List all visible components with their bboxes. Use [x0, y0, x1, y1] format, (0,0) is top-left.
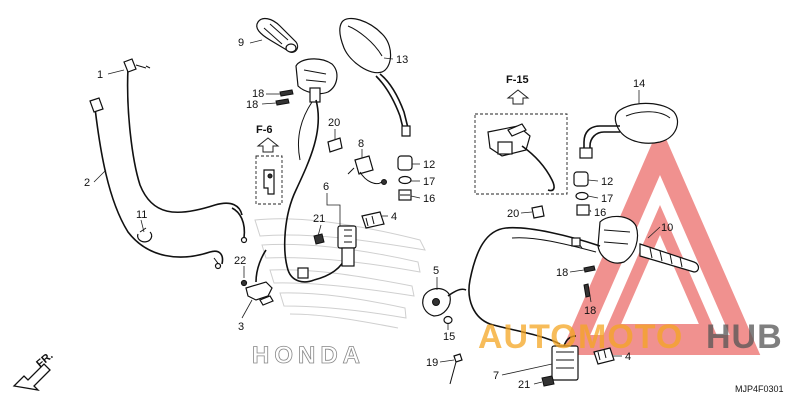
callout-21b: 21 [518, 379, 530, 391]
watermark-text: AUTO MOTO HUB [478, 318, 783, 356]
callout-leads [93, 39, 661, 385]
mirror-14 [579, 102, 679, 159]
callout-20a: 20 [328, 117, 340, 129]
callout-18a: 18 [252, 88, 264, 100]
callout-11: 11 [136, 209, 147, 221]
ref-f15-label: F-15 [506, 74, 529, 86]
clip-21-left [313, 233, 325, 245]
callout-numbers: 1 2 11 9 18 18 20 8 12 17 16 13 4 6 21 3… [84, 37, 673, 391]
switch-harness-right [468, 226, 601, 345]
bolt-22 [240, 279, 248, 287]
front-direction-label: FR. [34, 350, 55, 371]
reference-f6: F-6 [255, 124, 283, 205]
callout-18d: 18 [584, 305, 596, 317]
callout-1: 1 [97, 69, 103, 81]
clip-15 [443, 315, 453, 325]
throttle-grip-10 [639, 243, 700, 273]
connector-6 [337, 225, 357, 267]
honda-wing-logo [254, 218, 426, 329]
callout-6: 6 [323, 181, 329, 193]
callout-10: 10 [661, 222, 673, 234]
clip-20-left [327, 137, 343, 153]
washer-17-right [575, 191, 589, 201]
callout-19: 19 [426, 357, 438, 369]
callout-16b: 16 [594, 207, 606, 219]
callout-15: 15 [443, 331, 455, 343]
callout-18b: 18 [246, 99, 258, 111]
callout-4b: 4 [625, 351, 631, 363]
callout-7: 7 [493, 370, 499, 382]
callout-13: 13 [396, 54, 408, 66]
callout-17a: 17 [423, 176, 435, 188]
callout-5: 5 [433, 265, 439, 277]
diagram-code: MJP4F0301 [735, 384, 784, 394]
honda-brand-text: HONDA [252, 342, 365, 369]
callout-21a: 21 [313, 213, 325, 225]
callout-16a: 16 [423, 193, 435, 205]
callout-2: 2 [84, 177, 90, 189]
lever-bracket-3 [240, 249, 274, 306]
clip-20-right [531, 205, 545, 219]
callout-9: 9 [238, 37, 244, 49]
callout-22: 22 [234, 255, 246, 267]
cable-clamp-11 [137, 227, 153, 243]
callout-8: 8 [358, 138, 364, 150]
throttle-cable-2 [89, 97, 224, 270]
switch-8 [347, 155, 387, 185]
cable-end-fitting [231, 207, 248, 244]
screw-16-left [398, 189, 412, 201]
front-direction-arrow: FR. [12, 350, 56, 391]
callout-14: 14 [633, 78, 645, 90]
watermark-triangle-inner [602, 204, 718, 336]
callout-12a: 12 [423, 159, 435, 171]
throttle-grip-9 [256, 17, 299, 53]
ref-f6-label: F-6 [256, 124, 273, 136]
screws-18-right [583, 265, 596, 298]
bolt-19 [449, 353, 463, 385]
watermark-moto: MOTO [578, 318, 683, 356]
screw-16-right [576, 204, 590, 216]
watermark-auto: AUTO [478, 318, 578, 356]
holder-4-left [361, 211, 385, 229]
callout-3: 3 [238, 321, 244, 333]
holder-4-right [593, 347, 615, 365]
callout-18c: 18 [556, 267, 568, 279]
weight-12-right [573, 171, 589, 187]
weight-12-left [397, 155, 413, 171]
callout-17b: 17 [601, 193, 613, 205]
clip-21-right [541, 375, 555, 387]
callout-20b: 20 [507, 208, 519, 220]
handlebar-switch-right [597, 215, 639, 264]
washer-17-left [398, 175, 412, 185]
callout-12b: 12 [601, 176, 613, 188]
screws-18-left [275, 89, 294, 106]
mirror-13 [339, 17, 411, 137]
handlebar-switch-left [295, 58, 338, 103]
throttle-cable-1 [123, 58, 243, 216]
watermark-hub: HUB [706, 318, 783, 356]
brake-switch-5 [422, 287, 467, 317]
connector-7 [551, 335, 579, 381]
reference-f15: F-15 [474, 74, 568, 195]
callout-4a: 4 [391, 211, 397, 223]
